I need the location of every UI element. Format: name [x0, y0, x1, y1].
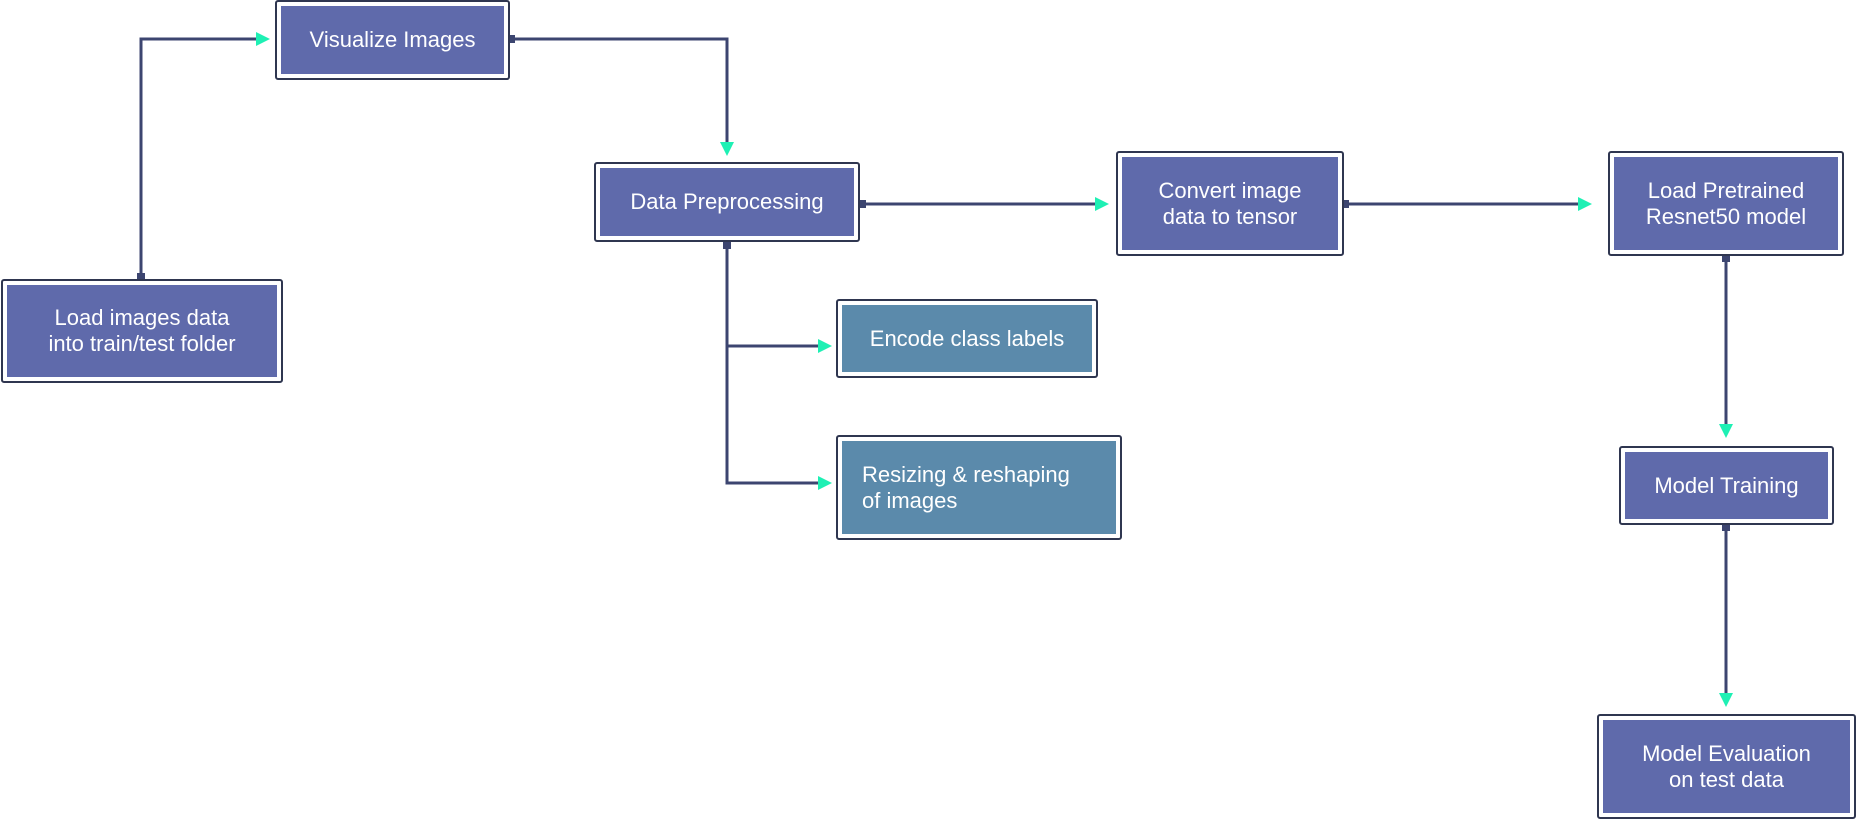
- node-visualize-images-label: Visualize Images: [281, 6, 504, 74]
- edge-load-to-visualize: [137, 32, 270, 281]
- node-load-images-label: Load images data into train/test folder: [7, 285, 277, 377]
- edge-visualize-to-preprocessing: [507, 35, 734, 156]
- node-resizing: Resizing & reshaping of images: [836, 435, 1122, 540]
- node-model-training: Model Training: [1619, 446, 1834, 525]
- node-convert-tensor: Convert image data to tensor: [1116, 151, 1344, 256]
- edge-training-to-evaluation: [1719, 523, 1733, 707]
- edge-preprocessing-to-convert: [858, 197, 1109, 211]
- node-load-images: Load images data into train/test folder: [1, 279, 283, 383]
- node-model-evaluation: Model Evaluation on test data: [1597, 714, 1856, 819]
- node-visualize-images: Visualize Images: [275, 0, 510, 80]
- edge-preprocessing-to-resizing: [725, 346, 832, 490]
- edge-convert-to-resnet: [1341, 197, 1592, 211]
- edge-preprocessing-to-encode: [723, 241, 832, 353]
- edge-resnet-to-training: [1719, 254, 1733, 438]
- node-encode-labels: Encode class labels: [836, 299, 1098, 378]
- node-load-resnet: Load Pretrained Resnet50 model: [1608, 151, 1844, 256]
- node-model-training-label: Model Training: [1625, 452, 1828, 519]
- node-load-resnet-label: Load Pretrained Resnet50 model: [1614, 157, 1838, 250]
- node-data-preprocessing: Data Preprocessing: [594, 162, 860, 242]
- node-model-evaluation-label: Model Evaluation on test data: [1603, 720, 1850, 813]
- node-convert-tensor-label: Convert image data to tensor: [1122, 157, 1338, 250]
- node-resizing-label: Resizing & reshaping of images: [842, 441, 1116, 534]
- node-data-preprocessing-label: Data Preprocessing: [600, 168, 854, 236]
- node-encode-labels-label: Encode class labels: [842, 305, 1092, 372]
